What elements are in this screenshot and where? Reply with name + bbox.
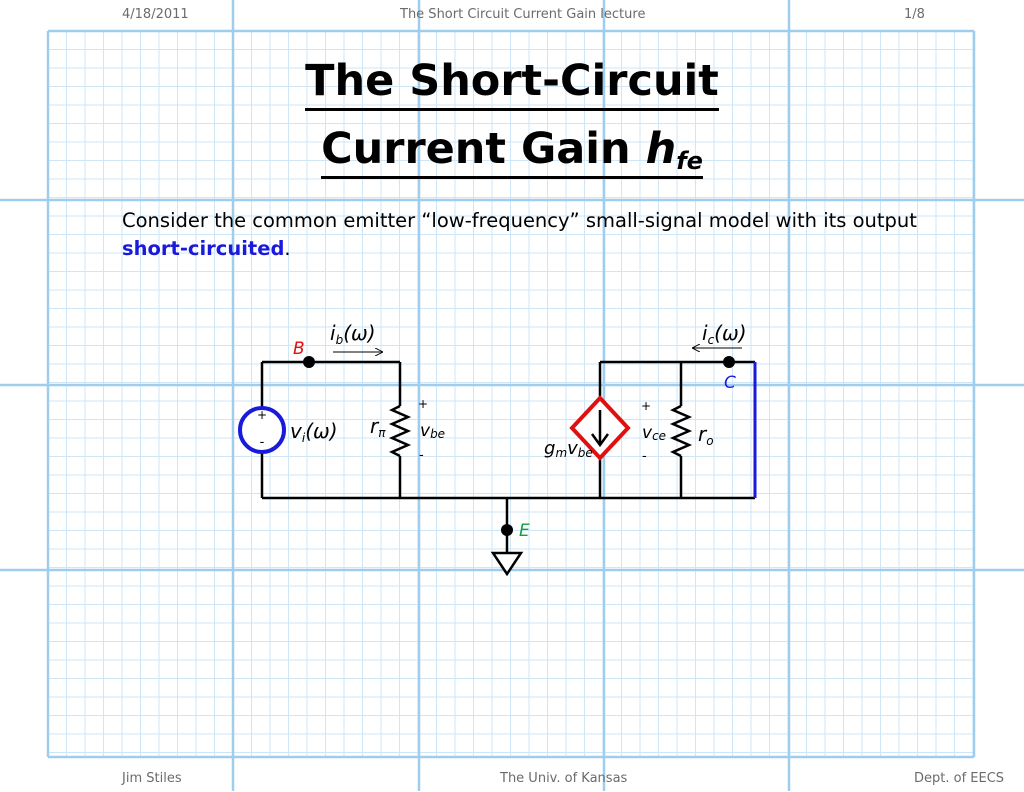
- page-title-text2: Current Gain: [321, 124, 646, 174]
- header-page-number: 1/8: [904, 7, 925, 22]
- label-node-emitter: E: [519, 521, 530, 541]
- body-text: Consider the common emitter “low-frequen…: [122, 209, 917, 232]
- source-plus-sign: +: [257, 408, 267, 422]
- label-base-current: ib(ω): [330, 321, 376, 347]
- header-date: 4/18/2011: [122, 7, 189, 22]
- page-header: 4/18/2011 The Short Circuit Current Gain…: [0, 0, 1024, 28]
- source-minus-sign: -: [260, 435, 265, 450]
- label-node-collector: C: [724, 373, 736, 393]
- label-node-base: B: [293, 339, 305, 359]
- label-v-ce-minus: -: [642, 449, 647, 464]
- node-dot-collector: [723, 356, 735, 368]
- footer-institution: The Univ. of Kansas: [500, 771, 628, 786]
- independent-source-circle: [238, 406, 286, 454]
- label-r-pi: rπ: [370, 414, 386, 440]
- dependent-source-arrow-icon: [590, 410, 610, 448]
- node-dot-base: [303, 356, 315, 368]
- label-v-be-plus: +: [418, 397, 428, 411]
- body-text-end: .: [284, 237, 291, 260]
- header-lecture-title: The Short Circuit Current Gain lecture: [400, 7, 646, 22]
- label-r-o: ro: [698, 422, 714, 448]
- node-dot-emitter: [501, 524, 513, 536]
- label-source-voltage: vi(ω): [290, 419, 338, 445]
- title-symbol-subscript: fe: [676, 147, 703, 175]
- footer-author: Jim Stiles: [122, 771, 182, 786]
- body-paragraph: Consider the common emitter “low-frequen…: [122, 207, 922, 263]
- label-v-be-minus: -: [419, 448, 424, 463]
- page-title-line2: Current Gain hfe: [0, 124, 1024, 179]
- page-title-line1: The Short-Circuit: [0, 56, 1024, 111]
- page-title-text1: The Short-Circuit: [305, 56, 719, 111]
- label-collector-current: ic(ω): [702, 321, 747, 347]
- page-title-underline-group: Current Gain hfe: [321, 124, 703, 179]
- label-v-ce: vce: [642, 423, 666, 443]
- label-v-ce-plus: +: [641, 399, 651, 413]
- resistor-r-o: [669, 404, 693, 458]
- body-emphasis: short-circuited: [122, 237, 285, 260]
- page-footer: Jim Stiles The Univ. of Kansas Dept. of …: [0, 764, 1024, 792]
- resistor-r-pi: [388, 404, 412, 458]
- footer-department: Dept. of EECS: [914, 771, 1005, 786]
- label-v-be: vbe: [420, 421, 445, 441]
- title-symbol: h: [645, 124, 677, 174]
- ground-symbol-icon: [490, 551, 524, 577]
- label-dependent-source: gmvbe: [544, 438, 593, 460]
